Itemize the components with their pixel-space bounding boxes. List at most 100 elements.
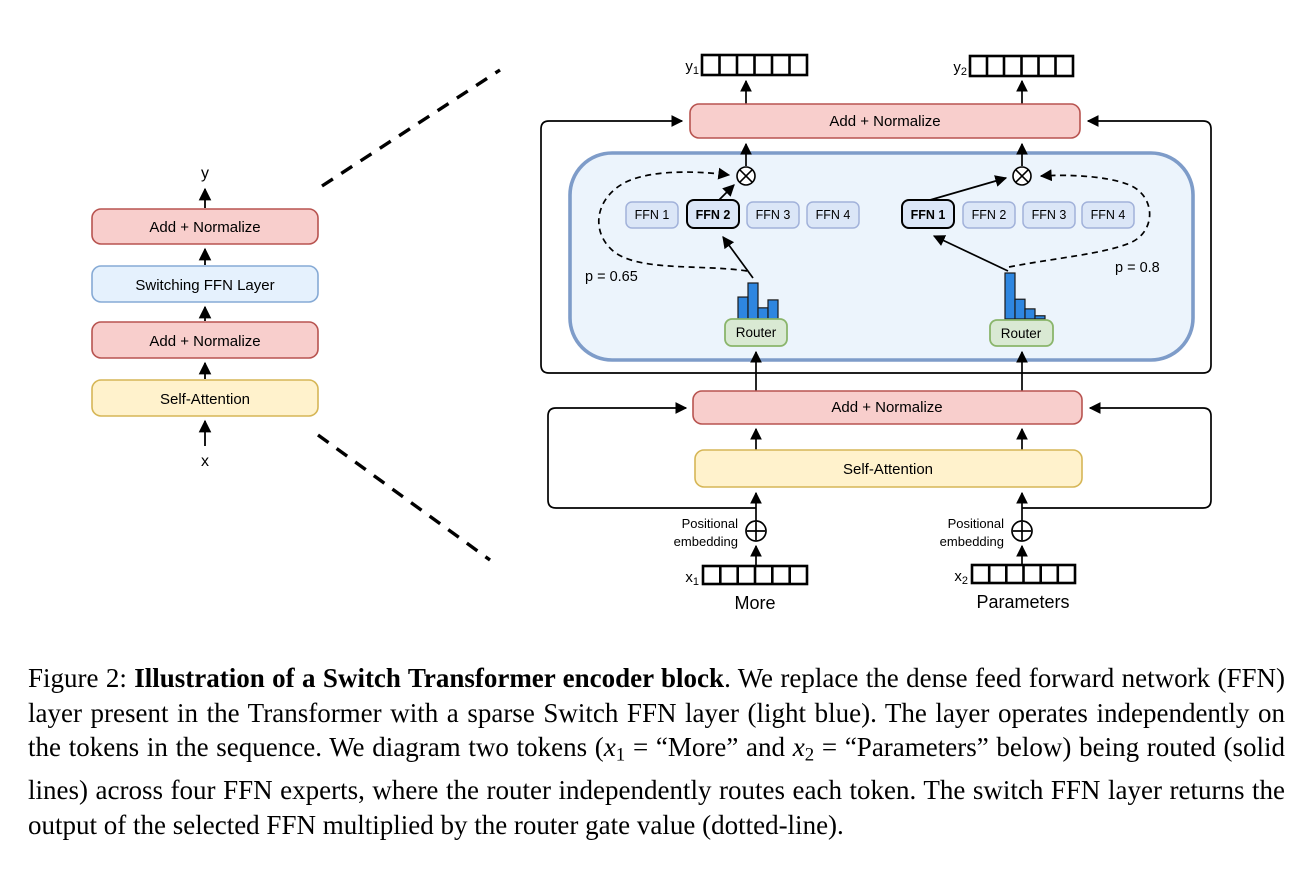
ffn2-box-token1-selected <box>686 199 740 229</box>
token2-word: Parameters <box>976 592 1069 612</box>
router-prob-bar <box>1024 308 1036 320</box>
zoom-callout-dashed-lines <box>317 68 501 562</box>
svg-text:Positional: Positional <box>682 516 738 531</box>
gate-value-dotted-curves <box>597 167 1151 272</box>
ffn3-label-token1: FFN 3 <box>756 208 791 222</box>
router-box-token1: Router <box>724 318 788 347</box>
positional-embedding-add-icon-token2 <box>1011 520 1033 542</box>
ffn3-label-token2: FFN 3 <box>1032 208 1067 222</box>
right-self-attention: Self-Attention <box>694 449 1083 488</box>
right-add-normalize-mid-label: Add + Normalize <box>831 399 942 416</box>
input-x-label: x <box>201 453 209 470</box>
output-y-label: y <box>201 165 209 182</box>
ffn4-box-token2 <box>1081 201 1135 229</box>
svg-text:embedding: embedding <box>674 534 738 549</box>
zoom-dashed-line-bottom <box>317 433 491 562</box>
caption-segment: = “Parameters” below) being routed (soli… <box>28 732 1285 840</box>
svg-text:Positional: Positional <box>948 516 1004 531</box>
router-box-token2: Router <box>989 319 1054 347</box>
router-prob-bar <box>747 282 759 320</box>
positional-embedding-label-token2: Positional embedding <box>940 516 1004 549</box>
right-add-normalize-top: Add + Normalize <box>689 103 1081 139</box>
left-encoder-diagram: y Add + Normalize Switching FFN Layer Ad… <box>91 165 319 470</box>
gate-curve-token2 <box>1008 169 1151 268</box>
caption-segment: Illustration of a Switch Transformer enc… <box>134 663 725 693</box>
caption-segment: Figure 2: <box>28 663 135 693</box>
router-histogram-token2 <box>1004 272 1046 320</box>
router-prob-bar <box>1034 315 1046 320</box>
ffn2-to-multiply1-line <box>718 184 735 201</box>
right-encoder-diagram: Add + Normalize Add + Normalize Self-Att… <box>540 53 1212 613</box>
input-token-x1: x1 More <box>685 564 809 613</box>
ffn4-label-token2: FFN 4 <box>1091 208 1126 222</box>
router-prob-bar <box>767 299 779 320</box>
positional-embedding-add-icon-token1 <box>745 520 767 542</box>
router-prob-bar <box>1004 272 1016 320</box>
left-add-normalize-top-label: Add + Normalize <box>149 219 260 236</box>
router-prob-bar <box>757 307 769 320</box>
token1-word: More <box>734 593 775 613</box>
gate-multiply-icon-token1 <box>736 166 756 186</box>
caption-segment: 1 <box>615 744 626 766</box>
caption-segment: x <box>792 732 805 762</box>
caption-segment: x <box>603 732 616 762</box>
router-prob-bar <box>737 296 749 320</box>
left-switching-ffn-layer: Switching FFN Layer <box>91 265 319 303</box>
left-add-normalize-bottom-label: Add + Normalize <box>149 333 260 350</box>
ffn1-box-token1 <box>625 201 679 229</box>
ffn4-label-token1: FFN 4 <box>816 208 851 222</box>
ffn3-box-token2 <box>1022 201 1076 229</box>
y2-label: y2 <box>953 59 967 78</box>
x2-label: x2 <box>954 568 968 587</box>
x1-label: x1 <box>685 569 699 588</box>
ffn1-label-token1: FFN 1 <box>635 208 670 222</box>
left-add-normalize-top: Add + Normalize <box>91 208 319 245</box>
output-token-y1: y1 <box>685 53 809 77</box>
right-add-normalize-top-label: Add + Normalize <box>829 113 940 130</box>
ffn2-label-token2: FFN 2 <box>972 208 1007 222</box>
ffn4-box-token1 <box>806 201 860 229</box>
switch-ffn-layer-container <box>568 151 1195 362</box>
router-prob-bar <box>1014 298 1026 320</box>
figure-caption: Figure 2: Illustration of a Switch Trans… <box>28 661 1285 842</box>
right-self-attention-label: Self-Attention <box>843 461 933 478</box>
left-self-attention: Self-Attention <box>91 379 319 417</box>
gate-multiply-icon-token2 <box>1012 166 1032 186</box>
x2-token-cells <box>970 563 1077 585</box>
left-switching-ffn-layer-label: Switching FFN Layer <box>135 277 274 294</box>
ffn1-to-multiply2-line <box>929 175 1008 201</box>
y2-token-cells <box>968 54 1075 78</box>
router-selection-lines <box>718 175 1009 279</box>
ffn1-box-token2-selected <box>901 199 955 229</box>
svg-text:embedding: embedding <box>940 534 1004 549</box>
router1-to-ffn2-line <box>722 236 754 279</box>
gate-curve-token1 <box>597 167 748 272</box>
gate-prob-label-token1: p = 0.65 <box>585 269 638 285</box>
positional-embedding-label-token1: Positional embedding <box>674 516 738 549</box>
ffn3-box-token1 <box>746 201 800 229</box>
caption-segment: . We replace the dense feed forward netw… <box>28 663 1285 762</box>
output-token-y2: y2 <box>953 54 1075 78</box>
encoder-diagram-svg: y Add + Normalize Switching FFN Layer Ad… <box>91 53 1212 613</box>
residual-skip-connections <box>540 115 1212 509</box>
caption-segment: = “More” and <box>625 732 793 762</box>
left-self-attention-label: Self-Attention <box>160 391 250 408</box>
caption-segment: 2 <box>804 744 815 766</box>
ffn2-box-token2 <box>962 201 1016 229</box>
zoom-dashed-line-top <box>321 68 501 188</box>
vertical-flow-arrows <box>740 79 1028 566</box>
router2-to-ffn1-line <box>932 235 1009 272</box>
expert-row-token1: FFN 1 FFN 2 FFN 3 FFN 4 <box>625 199 860 229</box>
ffn2-label-token1: FFN 2 <box>696 208 731 222</box>
router-label-token2: Router <box>1001 326 1042 341</box>
skip-connection-attention-left <box>547 402 756 509</box>
router-label-token1: Router <box>736 325 777 340</box>
skip-connection-ffn-block <box>540 115 1212 374</box>
x1-token-cells <box>701 564 809 586</box>
right-add-normalize-mid: Add + Normalize <box>692 390 1083 425</box>
gate-prob-label-token2: p = 0.8 <box>1115 260 1160 276</box>
y1-token-cells <box>700 53 809 77</box>
left-add-normalize-bottom: Add + Normalize <box>91 321 319 359</box>
y1-label: y1 <box>685 58 699 77</box>
